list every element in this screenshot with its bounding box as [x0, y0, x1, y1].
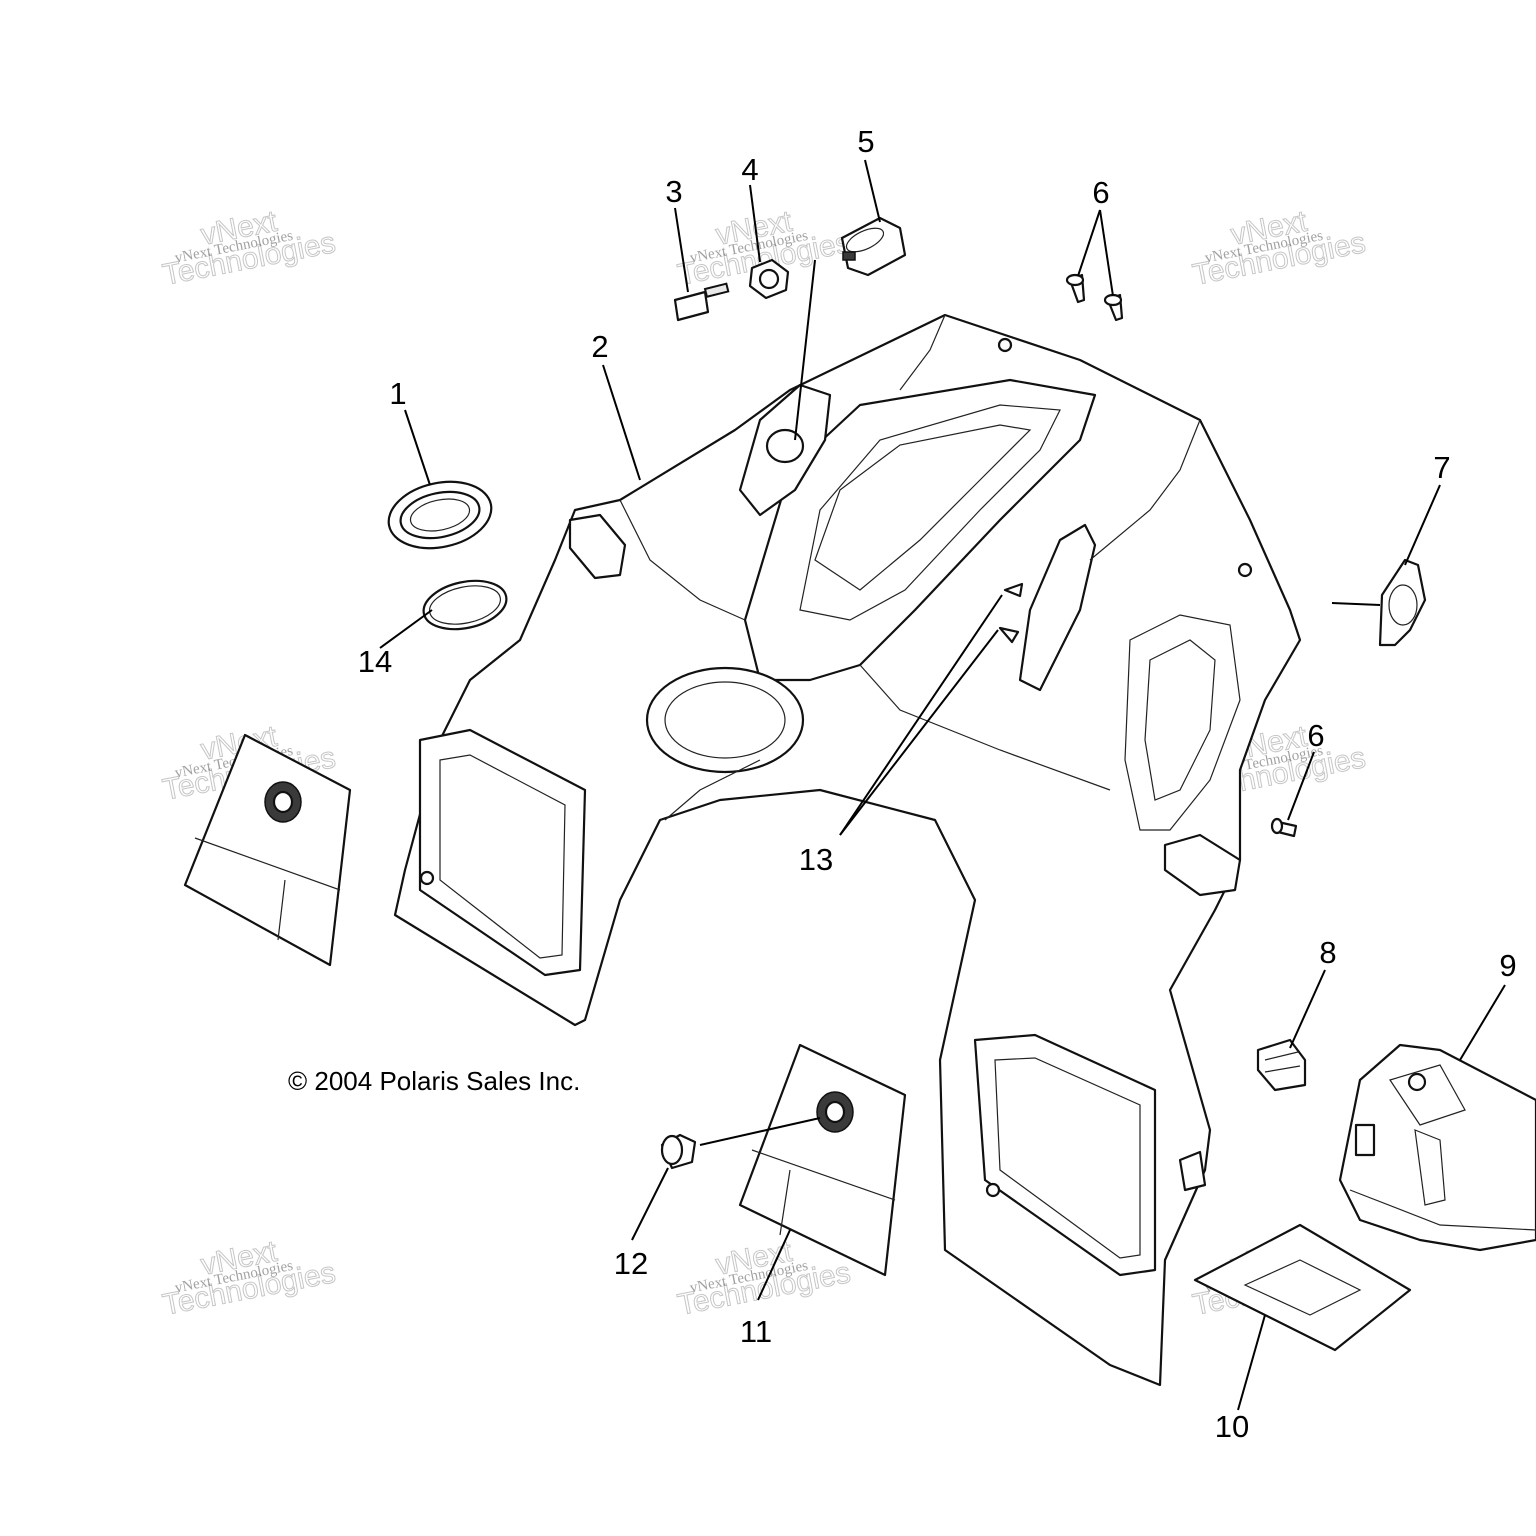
ignition-switch [840, 216, 907, 277]
callout-13: 13 [799, 842, 833, 877]
ignition-nut [748, 258, 790, 300]
callout-7: 7 [1433, 450, 1450, 485]
callout-1: 1 [389, 376, 406, 411]
callout-5: 5 [857, 124, 874, 159]
callout-6-top: 6 [1092, 175, 1109, 210]
callout-10: 10 [1215, 1409, 1249, 1444]
watermark-top-left: Technologies vNext vNext Technologies [160, 204, 339, 292]
callout-3: 3 [665, 174, 682, 209]
small-screws [998, 582, 1024, 644]
cover-plate [1193, 1223, 1412, 1352]
watermark-bottom-left: Technologies vNext vNext Technologies [160, 1234, 339, 1322]
callout-6-right: 6 [1307, 718, 1324, 753]
copyright-notice: © 2004 Polaris Sales Inc. [288, 1066, 580, 1096]
callout-2: 2 [591, 329, 608, 364]
callout-4: 4 [741, 152, 758, 187]
access-panel-lower [738, 1043, 907, 1277]
mount-bracket [1378, 558, 1427, 647]
gasket [422, 579, 508, 631]
knob [660, 1133, 697, 1170]
callout-8: 8 [1319, 935, 1336, 970]
callout-9: 9 [1499, 948, 1516, 983]
console-body [393, 313, 1302, 1387]
callout-11: 11 [740, 1314, 772, 1349]
callout-12: 12 [614, 1246, 648, 1281]
watermark-top-right: Technologies vNext vNext Technologies [1190, 204, 1369, 292]
access-panel-left [183, 733, 352, 967]
screw-right [1270, 817, 1298, 838]
callout-14: 14 [358, 644, 392, 679]
callouts: 1 2 3 4 5 6 6 7 8 9 10 11 12 13 14 [358, 124, 1517, 1444]
bezel-ring [387, 480, 493, 550]
connector [1256, 1038, 1307, 1092]
key [673, 282, 730, 322]
screws-top [1065, 273, 1124, 322]
right-housing [1338, 1043, 1536, 1252]
leader-lines [379, 159, 1506, 1411]
watermark-top-center: Technologies vNext vNext Technologies [675, 204, 854, 292]
